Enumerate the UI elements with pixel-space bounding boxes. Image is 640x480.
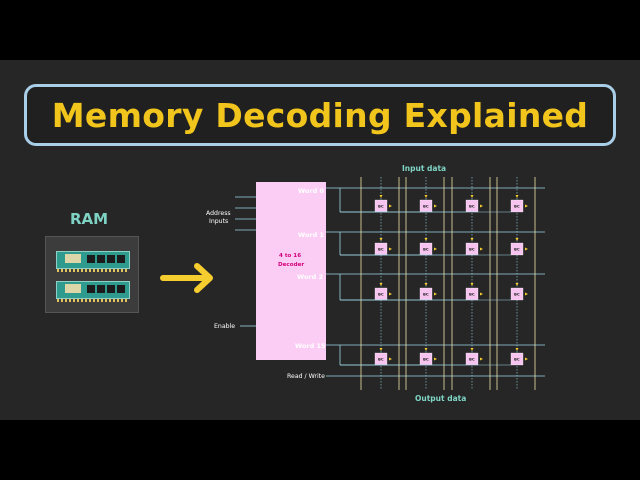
cell-output-arrow xyxy=(434,357,437,361)
memory-cell-label: BC xyxy=(423,292,429,297)
cell-output-arrow xyxy=(434,292,437,296)
word-15-label: Word 15 xyxy=(295,342,326,350)
word-2-label: Word 2 xyxy=(297,273,323,281)
word-1-label: Word 1 xyxy=(298,231,325,239)
memory-cell-grid: BC BC BC BC BC BC BC BC BC BC BC BC BC BC BC BC xyxy=(326,177,545,390)
memory-cell-label: BC xyxy=(423,247,429,252)
title-banner: Memory Decoding Explained xyxy=(24,84,616,146)
ram-module-image xyxy=(45,236,139,313)
cell-output-arrow xyxy=(480,247,483,251)
cell-input-arrow xyxy=(379,238,383,241)
cell-output-arrow xyxy=(389,292,392,296)
cell-output-arrow xyxy=(525,357,528,361)
enable-label: Enable xyxy=(214,323,235,330)
cell-output-arrow xyxy=(389,357,392,361)
address-inputs-label-line2: Inputs xyxy=(209,218,228,225)
decoder-name-line2: Decoder xyxy=(278,262,304,268)
decoder-block xyxy=(256,182,326,360)
cell-input-arrow xyxy=(424,195,428,198)
cell-output-arrow xyxy=(389,204,392,208)
page-title: Memory Decoding Explained xyxy=(51,95,589,135)
cell-input-arrow xyxy=(515,238,519,241)
memory-cell-label: BC xyxy=(378,357,384,362)
memory-cell-label: BC xyxy=(514,292,520,297)
read-write-label: Read / Write xyxy=(287,373,325,380)
cell-output-arrow xyxy=(434,204,437,208)
cell-input-arrow xyxy=(424,283,428,286)
memory-cell-label: BC xyxy=(469,204,475,209)
right-arrow-icon xyxy=(160,263,213,293)
input-data-label: Input data xyxy=(402,164,446,173)
memory-cell xyxy=(510,199,524,213)
cell-output-arrow xyxy=(480,292,483,296)
ram-stick-top xyxy=(56,251,130,272)
cell-input-arrow xyxy=(515,195,519,198)
cell-input-arrow xyxy=(470,195,474,198)
cell-output-arrow xyxy=(480,357,483,361)
memory-cell-label: BC xyxy=(514,357,520,362)
memory-cell-label: BC xyxy=(378,247,384,252)
video-frame: Memory Decoding Explained RAM xyxy=(0,60,640,420)
cell-input-arrow xyxy=(379,283,383,286)
cell-input-arrow xyxy=(379,195,383,198)
memory-cell xyxy=(510,242,524,256)
memory-cell-label: BC xyxy=(423,357,429,362)
memory-cell-label: BC xyxy=(469,292,475,297)
word-0-label: Word 0 xyxy=(298,187,325,195)
cell-output-arrow xyxy=(525,204,528,208)
cell-output-arrow xyxy=(525,292,528,296)
cell-input-arrow xyxy=(470,283,474,286)
memory-cell-label: BC xyxy=(469,357,475,362)
cell-input-arrow xyxy=(515,348,519,351)
cell-output-arrow xyxy=(434,247,437,251)
cell-output-arrow xyxy=(480,204,483,208)
memory-cell-label: BC xyxy=(469,247,475,252)
memory-decoder-diagram: 4 to 16 Decoder Address Inputs Enable Wo… xyxy=(160,164,545,403)
output-data-label: Output data xyxy=(415,394,466,403)
cell-output-arrow xyxy=(525,247,528,251)
cell-input-arrow xyxy=(379,348,383,351)
memory-cell-label: BC xyxy=(514,247,520,252)
memory-cell-label: BC xyxy=(378,292,384,297)
cell-input-arrow xyxy=(424,348,428,351)
memory-cell-label: BC xyxy=(378,204,384,209)
cell-input-arrow xyxy=(424,238,428,241)
cell-input-arrow xyxy=(470,348,474,351)
address-input-lines xyxy=(235,196,545,377)
cell-input-arrow xyxy=(515,283,519,286)
ram-stick-bottom xyxy=(56,281,130,302)
memory-cell-label: BC xyxy=(514,204,520,209)
address-inputs-label-line1: Address xyxy=(206,210,231,217)
cell-input-arrow xyxy=(470,238,474,241)
decoder-name-line1: 4 to 16 xyxy=(279,253,301,259)
cell-output-arrow xyxy=(389,247,392,251)
ram-label: RAM xyxy=(70,210,109,228)
memory-cell xyxy=(510,352,524,366)
memory-cell-label: BC xyxy=(423,204,429,209)
memory-cell xyxy=(510,287,524,301)
